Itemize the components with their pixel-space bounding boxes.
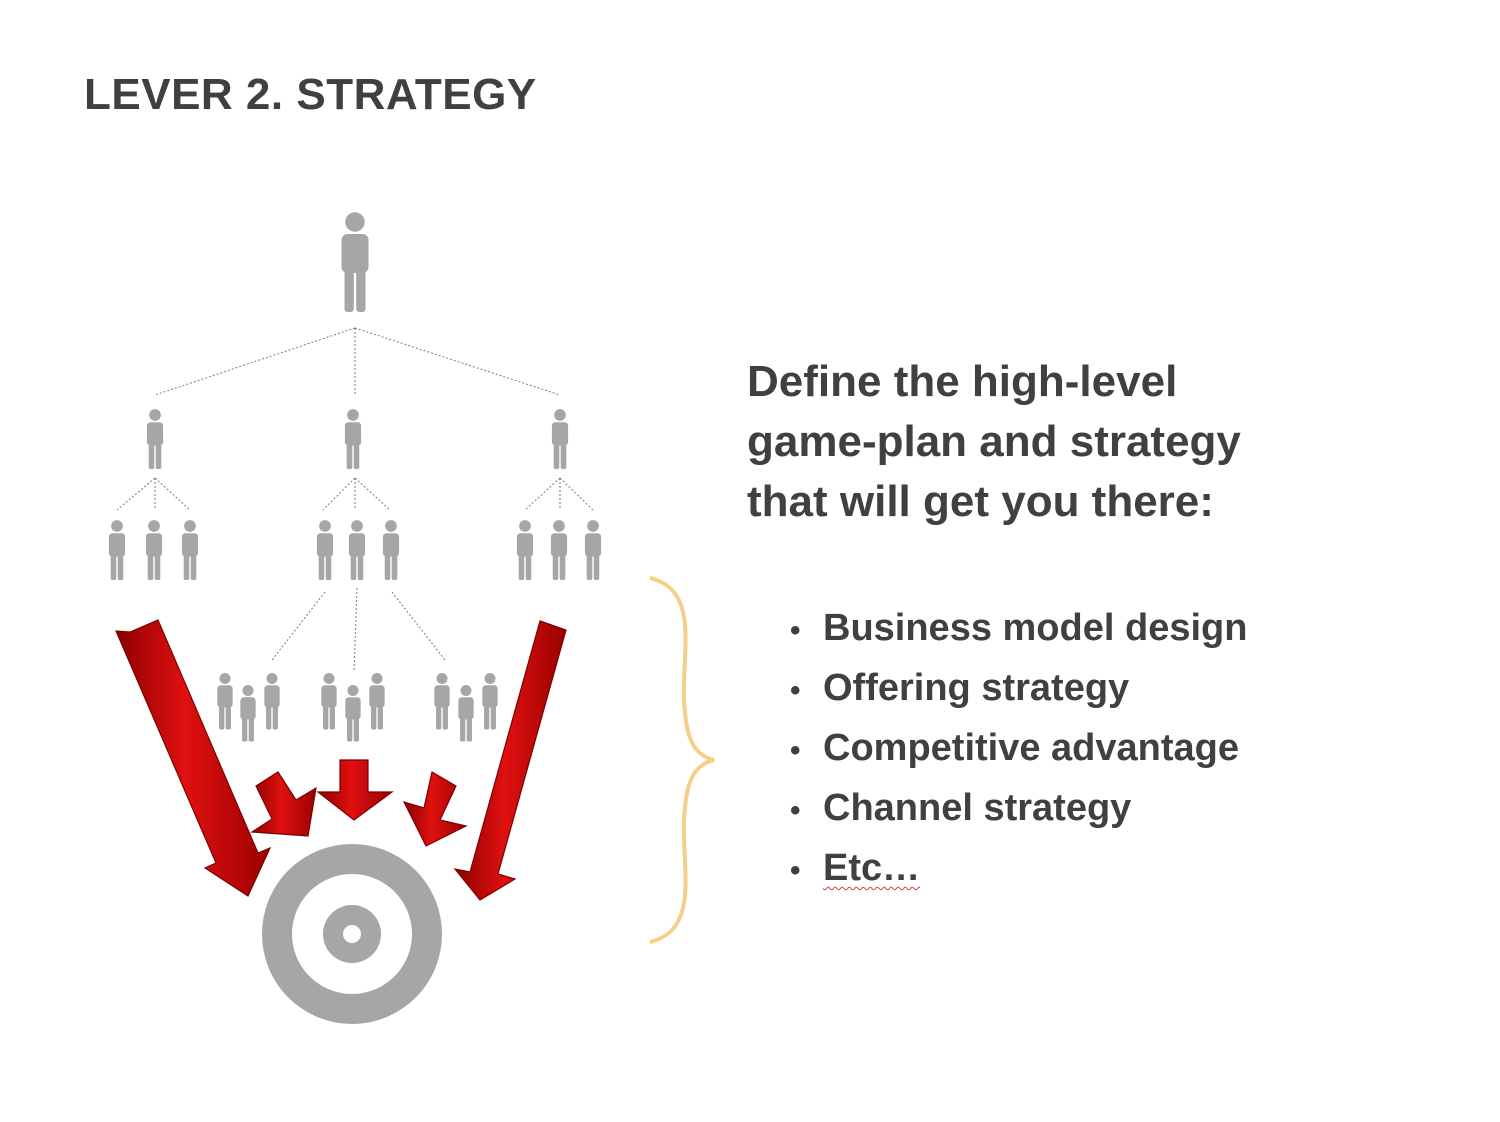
bullet-text: Business model design: [823, 607, 1248, 649]
bullet-dot: •: [790, 734, 801, 767]
curly-brace: [649, 576, 715, 944]
org-connectors: [116, 327, 594, 673]
list-item: • Competitive advantage: [790, 718, 1247, 778]
person-icon: [240, 684, 256, 742]
person-icon: [264, 672, 280, 730]
headline-line: game-plan and strategy: [747, 417, 1241, 466]
list-item: • Offering strategy: [790, 658, 1247, 718]
person-icon: [341, 212, 369, 312]
down-arrow-icon: [453, 620, 567, 901]
org-strategy-diagram: [108, 212, 715, 1024]
list-item: • Channel strategy: [790, 778, 1247, 838]
bullet-text: Etc…: [823, 847, 921, 889]
person-icon: [146, 409, 164, 469]
down-arrow-icon: [115, 619, 272, 897]
bullet-text: Offering strategy: [823, 667, 1130, 709]
down-arrow-icon: [402, 771, 468, 847]
person-icon: [516, 520, 534, 580]
person-icon: [369, 672, 385, 730]
headline-line: that will get you there:: [747, 477, 1214, 526]
person-icon: [482, 672, 498, 730]
person-icon: [108, 520, 126, 580]
headline: Define the high-level game-plan and stra…: [747, 352, 1447, 532]
person-icon: [551, 409, 569, 469]
list-item: • Etc…: [790, 838, 1247, 898]
person-icon: [145, 520, 163, 580]
down-arrow-icon: [316, 759, 394, 821]
person-icon: [434, 672, 450, 730]
headline-line: Define the high-level: [747, 357, 1178, 406]
person-icon: [458, 684, 474, 742]
bullet-text: Competitive advantage: [823, 727, 1239, 769]
person-icon: [316, 520, 334, 580]
strategy-bullet-list: • Business model design • Offering strateg…: [790, 598, 1247, 898]
target-icon: [262, 844, 442, 1024]
bullet-text: Channel strategy: [823, 787, 1132, 829]
person-icon: [382, 520, 400, 580]
person-icon: [321, 672, 337, 730]
down-arrow-icon: [250, 771, 317, 837]
bullet-dot: •: [790, 614, 801, 647]
red-arrows: [115, 619, 567, 901]
person-icon: [348, 520, 366, 580]
person-icon: [345, 684, 361, 742]
list-item: • Business model design: [790, 598, 1247, 658]
bullet-dot: •: [790, 854, 801, 887]
person-icon: [344, 409, 362, 469]
person-icon: [550, 520, 568, 580]
person-icons: [108, 212, 602, 742]
person-icon: [181, 520, 199, 580]
bullet-dot: •: [790, 674, 801, 707]
person-icon: [217, 672, 233, 730]
person-icon: [584, 520, 602, 580]
bullet-dot: •: [790, 794, 801, 827]
slide-title: LEVER 2. STRATEGY: [84, 70, 537, 119]
